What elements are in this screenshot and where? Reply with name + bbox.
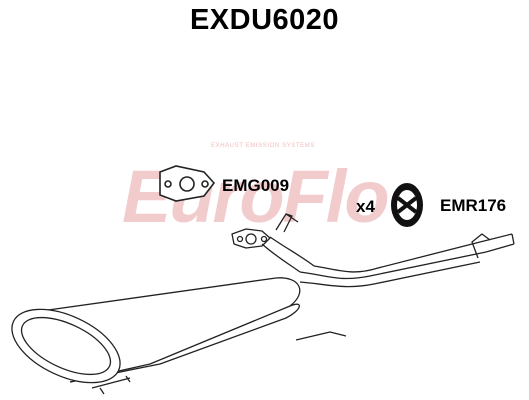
inlet-flange-hole [245,233,257,245]
part-number-title: EXDU6020 [189,4,340,36]
rubber-mount-icon [391,183,423,227]
inlet-pipe [261,236,315,273]
tail-hanger [471,233,491,259]
tail-pipe-outlet [479,233,515,253]
inlet-flange-bolt-hole [260,235,268,243]
tail-pipe-extra [299,261,481,288]
mount-part-code: EMR176 [440,196,507,215]
silencer-hanger-right [295,331,347,341]
watermark-tagline: EXHAUST EMISSION SYSTEMS [211,143,315,149]
tail-pipe [299,241,487,280]
hanger-bracket [275,213,299,233]
inlet-flange-bolt-hole [236,235,244,243]
mount-quantity: x4 [356,197,375,216]
silencer-hanger [91,375,131,395]
silencer-body-lower [69,303,300,383]
silencer-end-cap [11,308,121,384]
gasket-icon [159,165,216,202]
silencer-end-cap-inner [20,316,112,376]
exhaust-pipe-assembly [11,213,515,395]
gasket-part-code: EMG009 [222,176,290,195]
inlet-flange [231,228,271,249]
